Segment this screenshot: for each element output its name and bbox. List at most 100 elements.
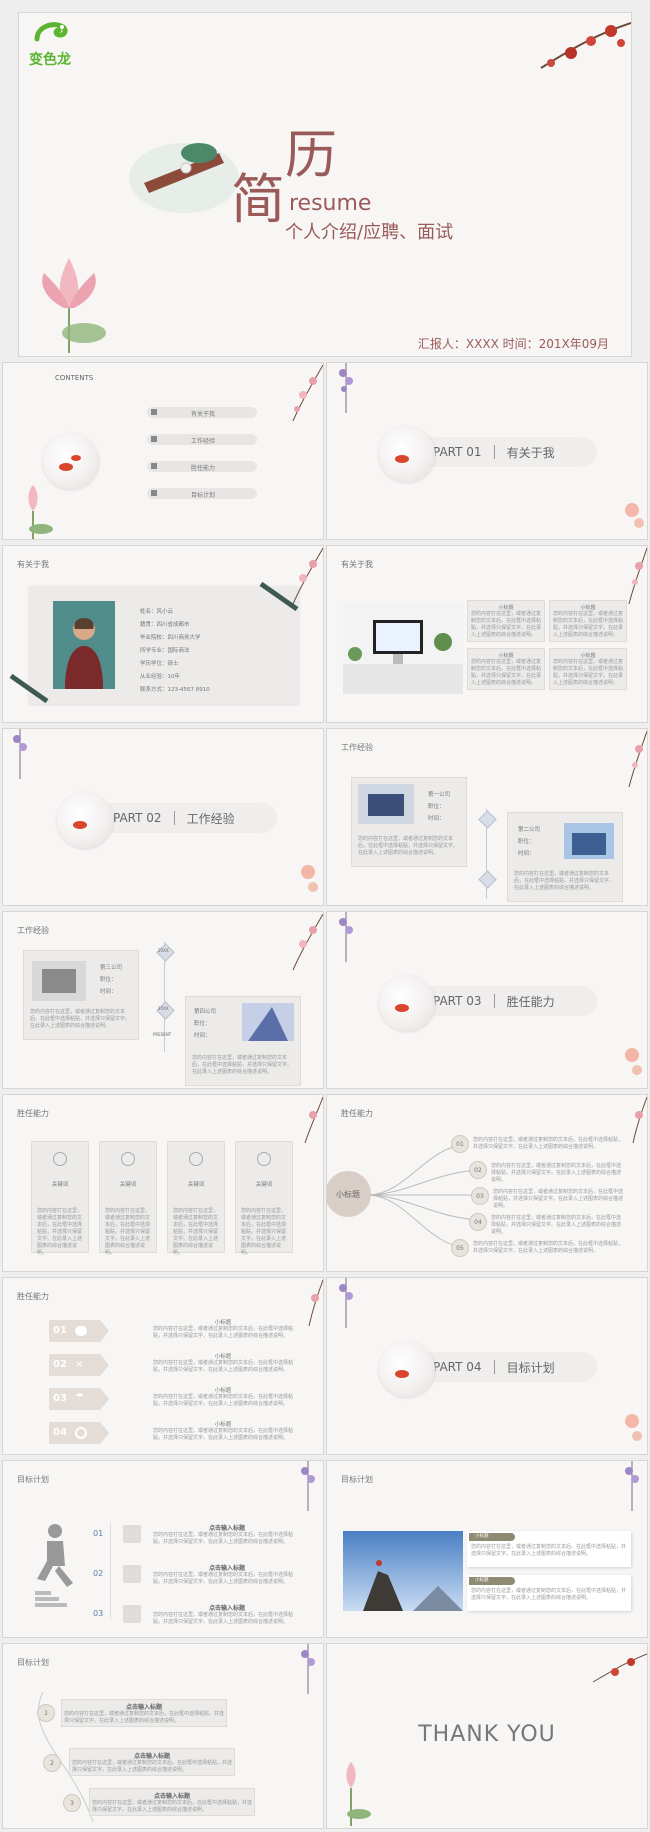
koi-icon (395, 455, 409, 463)
plum-blossom-icon (628, 547, 647, 605)
goal-item-1: 点击输入标题您的内容打在这里，或者通过复制您的文本后，在此框中选择粘贴，并选择只… (153, 1525, 294, 1545)
compet2-slide: 胜任能力 小标题 01 02 03 04 05 您的内容打在这里，或者通过复制您… (326, 1094, 648, 1272)
goal-step-1: 点击输入标题 您的内容打在这里，或者通过复制您的文本后，在此框中选择粘贴，并选择… (61, 1699, 227, 1727)
title-char-li: 历 (285, 126, 338, 186)
bullet-icon (151, 409, 157, 415)
goal-step-2: 点击输入标题 您的内容打在这里，或者通过复制您的文本后，在此框中选择粘贴，并选择… (69, 1748, 235, 1776)
item-text-3: 小标题您的内容打在这里，或者通过复制您的文本后，在此框中选择粘贴，并选择只保留文… (153, 1388, 294, 1407)
lavender-icon (339, 1278, 353, 1328)
goal-circle-3: 3 (63, 1794, 81, 1812)
company-card-3: 第三公司 职位： 时间： 您的内容打在这里，或者通过复制您的文本后，在此框中选择… (23, 950, 139, 1040)
chameleon-icon (34, 22, 68, 42)
koi-icon (73, 821, 87, 829)
goal3-slide: 目标计划 1 2 3 点击输入标题 您的内容打在这里，或者通过复制您的文本后，在… (2, 1643, 324, 1829)
koi-bowl-image (379, 426, 435, 482)
company-photo (32, 961, 86, 1001)
section-title: 目标计划 (17, 1475, 49, 1484)
section-title: 目标计划 (341, 1475, 373, 1484)
about-slide: 有关于我 姓名：风小云 籍贯：四川省成都市 毕业院校：四川商务大学 所学专业：国… (2, 545, 324, 723)
present-label: PRESENT (153, 1032, 172, 1037)
num-circle-03: 03 (471, 1187, 489, 1205)
contents-slide: CONTENTS 有关于我 工作经验 胜任能力 目标计划 (2, 362, 324, 540)
umbrella-icon: ☂ (75, 1392, 84, 1403)
logo-text: 变色龙 (29, 52, 71, 68)
item-text-2: 小标题您的内容打在这里，或者通过复制您的文本后，在此框中选择粘贴，并选择只保留文… (153, 1354, 294, 1373)
leaf-icon (123, 1565, 141, 1583)
plum-blossom-icon (308, 1279, 323, 1327)
climbing-person-icon (35, 1524, 73, 1607)
year-label: 20XX (158, 1006, 169, 1011)
cover-subtitle: 个人介绍/应聘、面试 (285, 222, 454, 243)
keyword-card-3: 关键词 您的内容打在这里，或者通过复制您的文本后，在此框中选择粘贴，并选择只保留… (167, 1141, 225, 1256)
thanks-slide: THANK YOU (326, 1643, 648, 1829)
document-icon (257, 1152, 271, 1166)
plum-blossom-icon (304, 1096, 323, 1144)
plum-blossom-icon (632, 1096, 647, 1144)
about-box-1: 小标题 您的内容打在这里，或者通过复制您的文本后，在此框中选择粘贴，并选择只保留… (467, 600, 545, 642)
goal-box-2: 小标题 您的内容打在这里，或者通过复制您的文本后，在此框中选择粘贴，并选择只保留… (467, 1575, 631, 1611)
crop-icon (189, 1152, 203, 1166)
plum-blossom-icon (292, 913, 323, 971)
goal-item-3: 点击输入标题您的内容打在这里，或者通过复制您的文本后，在此框中选择粘贴，并选择只… (153, 1605, 294, 1625)
keyword-card-1: 关键词 您的内容打在这里，或者通过复制您的文本后，在此框中选择粘贴，并选择只保留… (31, 1141, 89, 1256)
cover-reporter: 汇报人：XXXX 时间：201X年09月 (417, 337, 609, 351)
contents-item-1[interactable]: 有关于我 (147, 407, 257, 418)
section-title: 工作经验 (341, 743, 373, 752)
section-title: 胜任能力 (341, 1109, 373, 1118)
flower-icon (625, 1048, 642, 1075)
contents-item-3[interactable]: 胜任能力 (147, 461, 257, 472)
section-title: 胜任能力 (17, 1109, 49, 1118)
flower-icon (301, 865, 318, 892)
lavender-icon (301, 1644, 315, 1694)
lotus-icon (28, 485, 53, 539)
company-card-2: 第二公司 职位： 时间： 您的内容打在这里，或者通过复制您的文本后，在此框中选择… (507, 812, 623, 902)
lavender-icon (13, 729, 27, 779)
arrow-item-04: 04 (49, 1422, 109, 1444)
goal-list-line (110, 1523, 111, 1619)
koi-icon (71, 455, 81, 461)
compet1-slide: 胜任能力 关键词 您的内容打在这里，或者通过复制您的文本后，在此框中选择粘贴，并… (2, 1094, 324, 1272)
lavender-icon (301, 1461, 315, 1511)
desk-photo (343, 602, 463, 694)
about-box-4: 小标题 您的内容打在这里，或者通过复制您的文本后，在此框中选择粘贴，并选择只保留… (549, 648, 627, 690)
num-circle-02: 02 (469, 1161, 487, 1179)
thank-you-text: THANK YOU (418, 1722, 556, 1747)
goal-box-1: 小标题 您的内容打在这里，或者通过复制您的文本后，在此框中选择粘贴，并选择只保留… (467, 1531, 631, 1567)
ink-painting-icon (129, 143, 239, 213)
camera-icon (121, 1152, 135, 1166)
about-box-2: 小标题 您的内容打在这里，或者通过复制您的文本后，在此框中选择粘贴，并选择只保留… (549, 600, 627, 642)
koi-bowl-image (57, 792, 113, 848)
goal-num-03: 03 (93, 1609, 104, 1618)
leaf-icon (123, 1605, 141, 1623)
num-circle-01: 01 (451, 1135, 469, 1153)
lotus-icon (42, 258, 106, 353)
search-icon (75, 1427, 87, 1439)
goal-num-02: 02 (93, 1569, 104, 1578)
item-text-4: 小标题您的内容打在这里，或者通过复制您的文本后，在此框中选择粘贴，并选择只保留文… (153, 1422, 294, 1441)
company-photo (564, 823, 614, 859)
arrow-item-02: 02 ✕ (49, 1354, 109, 1376)
contents-item-4[interactable]: 目标计划 (147, 488, 257, 499)
profile-photo (53, 601, 115, 689)
arrow-item-03: 03 ☂ (49, 1388, 109, 1410)
lavender-icon (339, 912, 353, 962)
plum-blossom-icon (592, 1653, 647, 1683)
goal-num-01: 01 (93, 1529, 104, 1538)
goal-item-2: 点击输入标题您的内容打在这里，或者通过复制您的文本后，在此框中选择粘贴，并选择只… (153, 1565, 294, 1585)
contents-heading: CONTENTS (55, 374, 94, 382)
center-circle: 小标题 (327, 1171, 371, 1217)
goal2-slide: 目标计划 小标题 您的内容打在这里，或者通过复制您的文本后，在此框中选择粘贴，并… (326, 1460, 648, 1638)
company-card-1: 第一公司 职位： 时间： 您的内容打在这里，或者通过复制您的文本后，在此框中选择… (351, 777, 467, 867)
contents-item-2[interactable]: 工作经验 (147, 434, 257, 445)
plum-blossom-icon (292, 547, 323, 605)
logo: 变色龙 (27, 21, 87, 68)
lavender-icon (625, 1461, 639, 1511)
about-fields: 姓名：风小云 籍贯：四川省成都市 毕业院校：四川商务大学 所学专业：国际商法 学… (140, 609, 210, 693)
lavender-icon (339, 363, 353, 413)
num-circle-04: 04 (469, 1213, 487, 1231)
company-photo (242, 1003, 294, 1041)
home-icon (53, 1152, 67, 1166)
plum-blossom-icon (292, 364, 323, 422)
